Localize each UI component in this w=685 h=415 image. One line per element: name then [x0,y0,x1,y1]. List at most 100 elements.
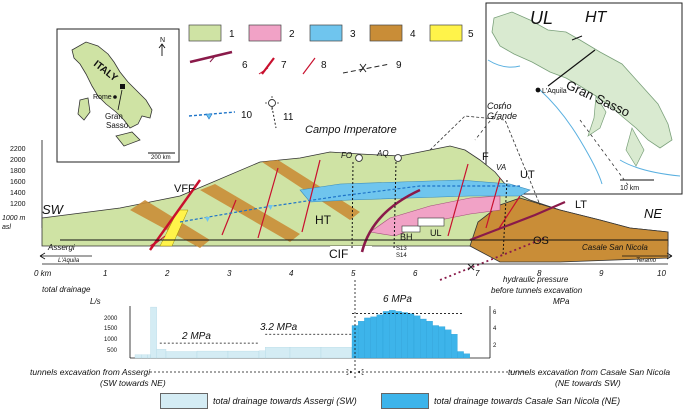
drainage-bar [165,351,198,359]
borehole-aq-icon [394,154,402,162]
ul-section-label: UL [430,228,442,238]
sw-label: SW [42,202,65,217]
drainage-bar [401,312,408,359]
svg-text:asl: asl [2,224,11,231]
legend-minor-fault-symbol [302,57,316,75]
campo-imperatore-label: Campo Imperatore [305,124,397,136]
pressure-label-6: 6 MPa [383,294,412,305]
svg-text:2000: 2000 [10,157,26,164]
unit-5-body [159,209,189,247]
drainage-bar [358,321,365,359]
svg-text:1500: 1500 [104,326,118,332]
va-label: VA [496,163,506,172]
svg-text:500: 500 [107,348,118,354]
excavation-ne-2: (NE towards SW) [555,378,621,388]
svg-text:1: 1 [103,269,107,278]
legend-drain-ne-label: total drainage towards Casale San Nicola… [434,396,621,406]
drainage-bar [320,347,353,359]
svg-text:1200: 1200 [10,201,26,208]
legend-borehole-symbol [268,99,276,107]
projection-lines [474,101,629,186]
drainage-bar [376,314,384,359]
svg-text:7: 7 [281,60,287,71]
rome-marker [113,95,117,99]
svg-text:4: 4 [493,326,497,332]
rome-label: Rome [93,94,112,101]
corno-label: Corno [487,101,512,111]
svg-text:2200: 2200 [10,146,26,153]
ht-thrust-trace [571,35,583,41]
drainage-bar [444,329,452,359]
laquila-section-label: L'Aquila [58,258,80,264]
drainage-bar [413,315,421,359]
italy-scale-label: 200 km [151,155,171,161]
svg-text:4: 4 [289,269,294,278]
ht-inset-label: HT [585,9,608,26]
bh-label: BH [400,232,413,242]
right-ticks: 6 4 2 [493,310,497,349]
svg-text:6: 6 [493,310,497,316]
sardinia [77,97,91,121]
drainage-bar [451,334,458,359]
drainage-bar [141,354,148,359]
drainage-bar [463,353,470,359]
svg-text:9: 9 [396,60,402,71]
excavation-ne-1: tunnels excavation from Casale San Nicol… [508,367,670,377]
river-lines [487,59,681,185]
drainage-title: total drainage [42,285,91,294]
legend-drain-sw-label: total drainage towards Assergi (SW) [213,396,357,406]
legend-swatch-3 [309,24,343,42]
hp-unit: MPa [553,297,570,306]
vff-label: VFF [174,183,195,195]
assergi-arrow-icon [39,252,92,260]
drainage-bar [389,310,396,359]
laquila-inset-label: L'Aquila [542,88,567,95]
gran-sasso-inset-label1: Gran [105,112,123,121]
svg-text:8: 8 [537,269,542,278]
excavation-ne-arrow-icon [357,368,525,376]
drainage-bar [156,349,167,359]
legend-swatch-1 [188,24,222,42]
drainage-bars-sw [134,306,359,359]
legend-fault-symbol [261,57,275,75]
aq-label: AQ [376,149,389,158]
lt-thrust [469,200,566,242]
svg-text:6: 6 [242,60,248,71]
ul-label: UL [530,8,553,28]
ne-label: NE [644,206,662,221]
drainage-bar [289,347,322,359]
laquila-marker [535,87,541,93]
drainage-chart: total drainage L/s hydraulic pressure be… [30,275,670,388]
drainage-bar [147,354,151,359]
drainage-bar [407,313,415,359]
ht-label: HT [315,213,332,227]
casale-label: Casale San Nicola [582,243,648,252]
svg-text:10: 10 [241,110,253,121]
svg-text:10: 10 [657,269,666,278]
os-syncline [439,237,546,281]
borehole-fo-icon [355,154,363,162]
sicily [115,131,141,147]
north-label: N [160,37,165,44]
excavation-sw-2: (SW towards NE) [100,378,166,388]
svg-text:7: 7 [475,269,480,278]
svg-text:4: 4 [410,29,416,40]
legend-drain-ne-swatch [381,393,429,409]
cross-section: 2200 2000 1800 1600 1400 1200 1000 m asl [2,101,673,281]
svg-text:2000: 2000 [104,316,118,322]
legend-watertable-symbol [188,111,236,117]
legend: 1 2 3 4 5 6 7 8 9 10 11 [188,24,474,129]
drainage-bar [150,306,157,359]
hp-title-2: before tunnels excavation [491,286,583,295]
north-arrow-icon [158,43,166,56]
italy-inset-map: ITALY Rome Gran Sasso N 200 km [56,28,180,163]
lt-label: LT [575,199,587,211]
drainage-bar [134,354,142,359]
pressure-lines [159,313,464,344]
svg-text:2: 2 [289,29,295,40]
svg-text:1800: 1800 [10,168,26,175]
svg-text:1000: 1000 [104,337,118,343]
drainage-bar [395,311,402,359]
svg-text:9: 9 [599,269,604,278]
